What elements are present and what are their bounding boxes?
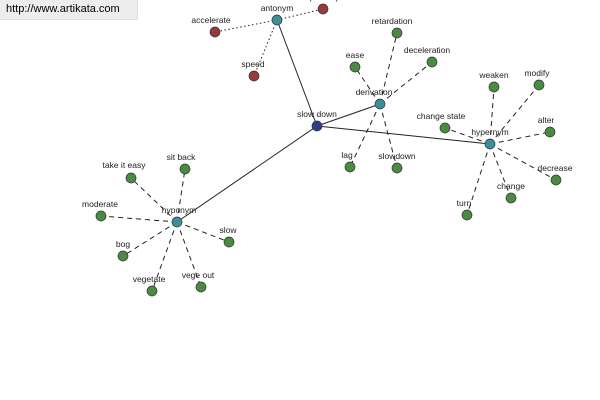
node-label-modify[interactable]: modify <box>524 68 550 78</box>
node-speed-up[interactable] <box>317 3 329 15</box>
node-antonym[interactable] <box>271 14 283 26</box>
node-label-derivation[interactable]: derivation <box>356 87 393 97</box>
edge-hyponym-bog <box>122 221 178 257</box>
node-label-alter[interactable]: alter <box>538 115 555 125</box>
labels-layer: slow down antonym derivation hypernym hypony… <box>82 0 573 284</box>
edge-hyponym-take-it-easy <box>130 177 178 223</box>
node-label-speed[interactable]: speed <box>241 59 264 69</box>
node-moderate[interactable] <box>95 210 107 222</box>
edge-hypernym-alter <box>489 131 551 145</box>
node-label-hyponym[interactable]: hyponym <box>162 205 197 215</box>
node-lag[interactable] <box>344 161 356 173</box>
node-speed[interactable] <box>248 70 260 82</box>
node-sit-back[interactable] <box>179 163 191 175</box>
node-change-state[interactable] <box>439 122 451 134</box>
node-slowdown[interactable] <box>391 162 403 174</box>
node-label-decrease[interactable]: decrease <box>538 163 573 173</box>
node-label-ease[interactable]: ease <box>346 50 365 60</box>
edge-hypernym-decrease <box>489 143 557 181</box>
node-label-bog[interactable]: bog <box>116 239 130 249</box>
node-label-vegetate[interactable]: vegetate <box>133 274 166 284</box>
node-change[interactable] <box>505 192 517 204</box>
edge-derivation-lag <box>349 103 381 168</box>
edge-hypernym-turn <box>466 143 491 216</box>
node-alter[interactable] <box>544 126 556 138</box>
edge-derivation-deceleration <box>379 61 433 105</box>
edge-hyponym-vegetate <box>151 221 178 292</box>
node-label-lag[interactable]: lag <box>341 150 353 160</box>
edge-hypernym-modify <box>489 84 540 145</box>
node-vegetate[interactable] <box>146 285 158 297</box>
edges-layer <box>100 8 557 292</box>
node-label-speed-up[interactable]: speed up <box>306 0 341 2</box>
node-label-deceleration[interactable]: deceleration <box>404 45 451 55</box>
edge-center-hypernym <box>316 125 491 145</box>
node-label-accelerate[interactable]: accelerate <box>191 15 230 25</box>
node-ease[interactable] <box>349 61 361 73</box>
node-slow[interactable] <box>223 236 235 248</box>
node-label-slow[interactable]: slow <box>219 225 237 235</box>
node-decrease[interactable] <box>550 174 562 186</box>
node-modify[interactable] <box>533 79 545 91</box>
node-label-change[interactable]: change <box>497 181 525 191</box>
node-label-vege-out[interactable]: vege out <box>182 270 215 280</box>
node-label-sit-back[interactable]: sit back <box>167 152 197 162</box>
edge-hyponym-moderate <box>100 215 178 223</box>
nodes-layer <box>95 3 562 297</box>
node-label-retardation[interactable]: retardation <box>372 16 413 26</box>
edge-hypernym-change <box>489 143 512 199</box>
node-retardation[interactable] <box>391 27 403 39</box>
node-label-weaken[interactable]: weaken <box>478 70 509 80</box>
node-label-change-state[interactable]: change state <box>417 111 466 121</box>
node-hyponym[interactable] <box>171 216 183 228</box>
node-deceleration[interactable] <box>426 56 438 68</box>
edge-hyponym-vege-out <box>176 221 202 288</box>
node-turn[interactable] <box>461 209 473 221</box>
node-center[interactable] <box>311 120 323 132</box>
edge-hypernym-weaken <box>489 86 495 145</box>
node-label-antonym[interactable]: antonym <box>261 3 294 13</box>
watermark-url[interactable]: http://www.artikata.com <box>0 0 138 20</box>
node-label-turn[interactable]: turn <box>457 198 472 208</box>
node-label-center[interactable]: slow down <box>297 109 337 119</box>
edge-hyponym-slow <box>176 221 230 243</box>
node-label-moderate[interactable]: moderate <box>82 199 118 209</box>
edge-antonym-accelerate <box>214 19 278 33</box>
edge-hypernym-change-state <box>444 127 491 145</box>
node-weaken[interactable] <box>488 81 500 93</box>
edge-center-antonym <box>276 19 318 127</box>
edge-derivation-slowdown <box>379 103 398 169</box>
node-label-hypernym[interactable]: hypernym <box>471 127 508 137</box>
edge-center-derivation <box>316 103 381 127</box>
edge-derivation-ease <box>354 66 381 105</box>
node-bog[interactable] <box>117 250 129 262</box>
node-take-it-easy[interactable] <box>125 172 137 184</box>
node-vege-out[interactable] <box>195 281 207 293</box>
node-label-slowdown[interactable]: slowdown <box>378 151 416 161</box>
node-derivation[interactable] <box>374 98 386 110</box>
edge-center-hyponym <box>176 125 318 223</box>
node-label-take-it-easy[interactable]: take it easy <box>103 160 147 170</box>
edge-derivation-retardation <box>379 32 398 105</box>
node-hypernym[interactable] <box>484 138 496 150</box>
node-accelerate[interactable] <box>209 26 221 38</box>
